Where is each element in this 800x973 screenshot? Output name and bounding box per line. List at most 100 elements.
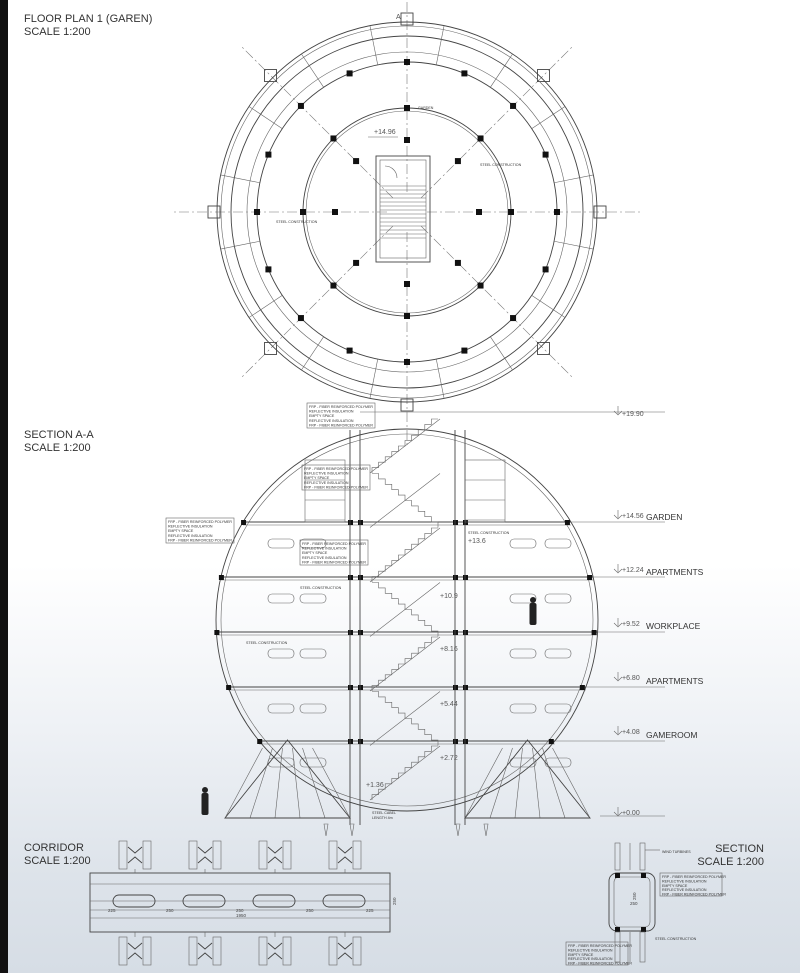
column [404,137,410,143]
wall-layer-text: REFLECTIVE INSULATION [302,556,347,560]
turbine-blade [142,936,152,966]
note-box [301,464,371,491]
truss-member [224,747,263,819]
wall-layer-text: EMPTY SPACE [302,551,328,555]
column [508,209,514,215]
wall-layer-text: REFLECTIVE INSULATION [662,879,707,883]
section-aa-title-text: SECTION A-A [24,429,94,441]
turbine-blade [614,931,621,963]
wall-layer-text: REFLECTIVE INSULATION [568,957,613,961]
wall-layer-text: FRP - FIBER REINFORCED POLYMER [168,520,232,524]
window [299,703,327,714]
turbine-blade [258,840,268,870]
corridor-dim: 225 [366,908,374,913]
column [461,347,468,354]
wall-layer-text: FRP - FIBER REINFORCED POLYMER [304,485,368,489]
person-body [201,793,209,815]
column [542,151,549,158]
section-aa [201,406,665,837]
stair-stringer [369,745,441,801]
ring-divider [531,295,566,318]
steel-construction-label: STEEL CONSTRUCTION [246,641,288,645]
column [358,739,363,744]
room-label-workplace: WORKPLACE [646,621,701,631]
truss-member [552,747,591,819]
column [346,70,353,77]
anchor [455,823,461,837]
turbine-blade [639,842,646,871]
floor-plan-title-text: FLOOR PLAN 1 (GAREN) [24,13,153,25]
wall-layer-text: REFLECTIVE INSULATION [309,410,354,414]
section-aa-title: SECTION A-A SCALE 1:200 [24,429,94,455]
column [542,266,549,273]
turbine-blade [352,936,362,966]
garden-frame [304,459,346,523]
note-box [306,402,376,429]
column [554,209,560,215]
stair-level: +2.72 [440,755,458,762]
axis-line [240,225,394,379]
column [476,209,482,215]
window [544,648,572,659]
level-value: +0.00 [622,810,640,817]
wall-layer-text: FRP - FIBER REINFORCED POLYMER [309,423,373,427]
column [348,520,353,525]
column [358,630,363,635]
corridor-window [252,894,296,908]
column [463,575,468,580]
column [463,630,468,635]
wall-layer-text: REFLECTIVE INSULATION [568,948,613,952]
turbine-blade [118,936,128,966]
column [346,347,353,354]
column [348,739,353,744]
column [477,135,484,142]
wall-layer-notes: FRP - FIBER REINFORCED POLYMERREFLECTIVE… [165,402,376,566]
window [509,648,537,659]
turbine-blade [328,840,338,870]
window [267,703,295,714]
corridor-window [182,894,226,908]
stair-core [375,155,431,263]
level-marker [613,564,623,574]
section-level-labels: +19.90 +14.56 GARDEN +12.24 APARTMENTS +… [246,411,704,820]
corridor-dim: 250 [236,908,244,913]
corridor-dim: 250 [166,908,174,913]
column [463,520,468,525]
section-aa-scale: SCALE 1:200 [24,442,91,454]
stair-stringer [369,473,441,528]
column [353,259,360,266]
wall-layer-text: REFLECTIVE INSULATION [304,472,349,476]
truss-member [312,747,351,819]
column [226,685,232,690]
column [348,630,353,635]
turbine-blade [352,840,362,870]
stair-level: +13.6 [468,538,486,545]
note-box [659,872,723,897]
column [615,873,620,878]
room-label-apartments: APARTMENTS [646,676,704,686]
turbine-blade [639,931,646,963]
column [454,259,461,266]
column [453,739,458,744]
floor-plan: A +14.96 STEEL CONSTRUCTION STEEL CONSTR… [172,0,642,447]
wind-turbines-label: WIND TURBINES [662,850,691,854]
turbine-rotor [267,846,283,864]
steel-construction-label: STEEL CONSTRUCTION [468,531,510,535]
steel-construction-label: STEEL CONSTRUCTION [655,937,697,941]
ring-wall [216,21,598,403]
axis-line [240,45,394,199]
wall-layer-text: FRP - FIBER REINFORCED POLYMER [304,467,368,471]
wall-layer-text: FRP - FIBER REINFORCED POLYMER [568,944,632,948]
corridor-outline [89,872,391,933]
truss-member [302,747,326,819]
column [615,927,620,932]
column [218,575,224,580]
stair-stringer [369,691,441,746]
truss-member [249,747,273,819]
column [358,575,363,580]
window [509,703,537,714]
level-marker [613,510,623,520]
wall-layer-text: EMPTY SPACE [304,476,330,480]
window [509,593,537,604]
